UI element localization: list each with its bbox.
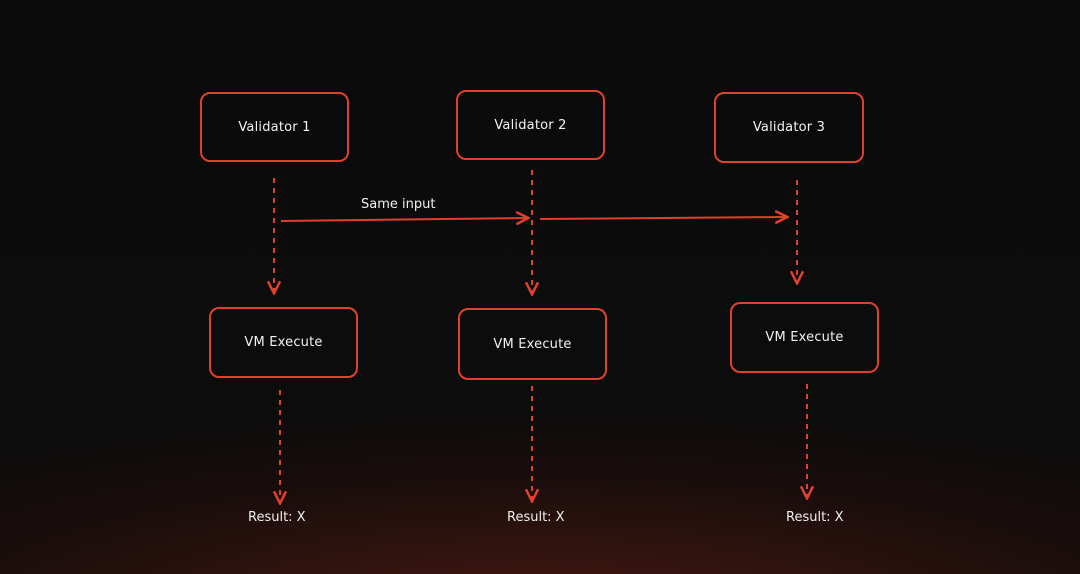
vm-execute-3-node: VM Execute: [730, 302, 879, 373]
same-input-label: Same input: [361, 197, 436, 212]
vm-execute-2-label: VM Execute: [493, 336, 572, 352]
validator-3-label: Validator 3: [752, 120, 826, 135]
validator-3-node: Validator 3: [714, 92, 864, 163]
validator-2-label: Validator 2: [494, 117, 567, 133]
result-1-label: Result: X: [248, 510, 306, 525]
vm-execute-3-label: VM Execute: [765, 330, 844, 345]
vm-execute-1-node: VM Execute: [209, 307, 358, 378]
vm-execute-1-label: VM Execute: [244, 335, 323, 350]
validator-1-label: Validator 1: [238, 119, 311, 135]
same-input-edge-1: [280, 218, 527, 221]
validator-1-node: Validator 1: [200, 92, 349, 162]
same-input-edge-2: [539, 217, 786, 219]
result-2-label: Result: X: [507, 510, 565, 525]
result-3-label: Result: X: [786, 510, 844, 525]
vm-execute-2-node: VM Execute: [458, 308, 607, 380]
validator-2-node: Validator 2: [456, 90, 605, 160]
